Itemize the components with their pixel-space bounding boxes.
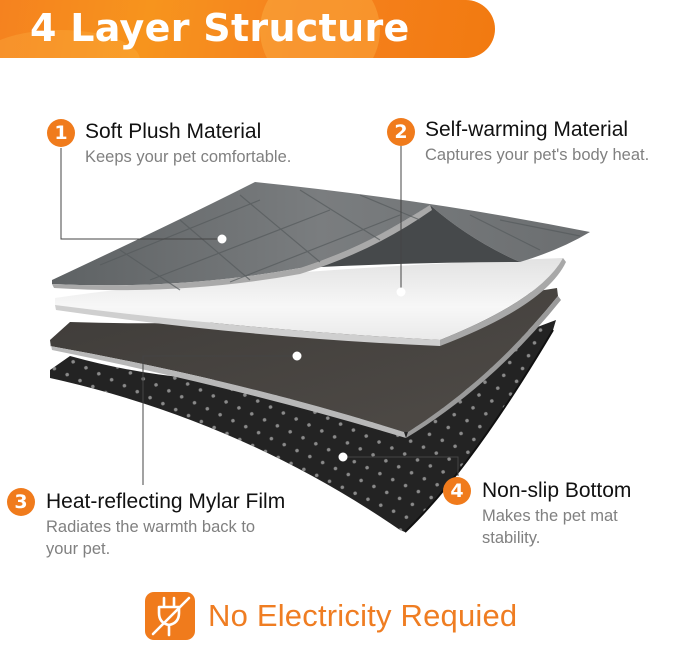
page-title: 4 Layer Structure bbox=[30, 6, 410, 50]
badge-4: 4 bbox=[443, 477, 471, 505]
header-banner: 4 Layer Structure bbox=[0, 0, 495, 58]
connector-lines bbox=[60, 146, 459, 485]
layer-1-label: Soft Plush Material Keeps your pet comfo… bbox=[85, 120, 291, 168]
layer-1-description: Keeps your pet comfortable. bbox=[85, 148, 292, 166]
layer-3-label: Heat-reflecting Mylar Film Radiates the … bbox=[46, 490, 286, 560]
layer-2-description: Captures your pet's body heat. bbox=[425, 146, 650, 164]
layer-3-description: Radiates the warmth back to your pet. bbox=[46, 518, 256, 558]
badge-2: 2 bbox=[387, 118, 415, 146]
layer-3-title: Heat-reflecting Mylar Film bbox=[46, 490, 286, 513]
layer-4-title: Non-slip Bottom bbox=[482, 479, 632, 502]
layer-4-description: Makes the pet mat stability. bbox=[482, 507, 618, 547]
layer-1-soft-plush bbox=[52, 182, 590, 291]
no-plug-icon bbox=[145, 592, 195, 640]
layer-4-label: Non-slip Bottom Makes the pet mat stabil… bbox=[482, 479, 652, 549]
badge-1: 1 bbox=[47, 119, 75, 147]
layer-2-self-warming bbox=[55, 258, 566, 346]
connector-dots bbox=[217, 234, 406, 462]
layer-2-label: Self-warming Material Captures your pet'… bbox=[425, 118, 649, 166]
badge-3: 3 bbox=[7, 488, 35, 516]
layer-1-title: Soft Plush Material bbox=[85, 120, 262, 143]
layer-2-title: Self-warming Material bbox=[425, 118, 629, 141]
no-electricity-text: No Electricity Requied bbox=[208, 598, 518, 633]
